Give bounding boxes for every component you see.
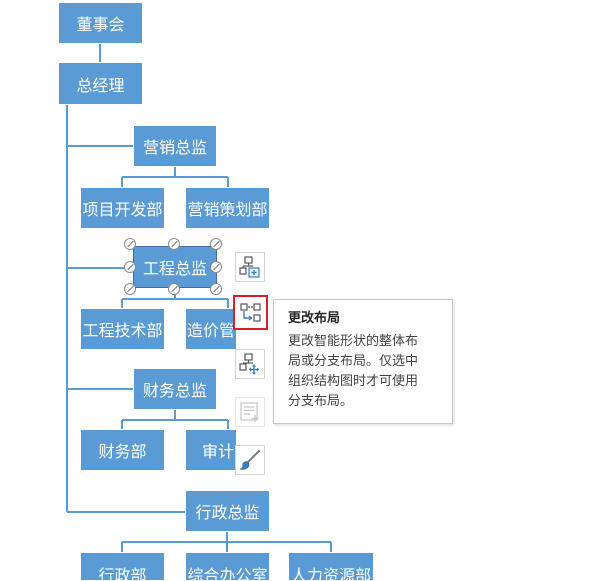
node-cost-dept[interactable]: 造价管 [185, 308, 237, 350]
node-engineering-tech[interactable]: 工程技术部 [80, 308, 165, 350]
tooltip-line: 更改智能形状的整体布 [288, 334, 419, 349]
node-marketing-director[interactable]: 营销总监 [133, 125, 217, 167]
tooltip-line: 分支布局。 [288, 394, 354, 409]
resize-handle-bottom-left[interactable] [124, 283, 136, 295]
node-marketing-planning[interactable]: 营销策划部 [185, 187, 270, 229]
node-hr-dept[interactable]: 人力资源部 [288, 552, 374, 581]
resize-handle-bottom-right[interactable] [210, 283, 222, 295]
tooltip-title: 更改布局 [288, 311, 341, 326]
node-admin-dept[interactable]: 行政部 [80, 552, 165, 581]
resize-handle-bottom[interactable] [168, 283, 180, 295]
node-finance-dept[interactable]: 财务部 [80, 429, 165, 471]
node-project-dev[interactable]: 项目开发部 [80, 187, 165, 229]
resize-handle-top-left[interactable] [124, 238, 136, 250]
node-general-office[interactable]: 综合办公室 [185, 552, 270, 581]
node-board[interactable]: 董事会 [58, 2, 143, 44]
change-layout-button[interactable] [233, 295, 268, 330]
paintbrush-button[interactable] [235, 445, 265, 475]
text-pane-icon [240, 402, 259, 422]
resize-handle-right[interactable] [210, 261, 222, 273]
node-general-manager[interactable]: 总经理 [58, 62, 143, 105]
add-shape-icon [239, 256, 260, 278]
change-layout-tooltip: 更改布局 更改智能形状的整体布 局或分支布局。仅选中 组织结构图时才可使用 分支… [273, 299, 453, 424]
tooltip-line: 组织结构图时才可使用 [288, 374, 419, 389]
move-shape-button[interactable] [235, 349, 265, 379]
node-finance-director[interactable]: 财务总监 [133, 368, 217, 410]
paintbrush-icon [239, 450, 260, 470]
resize-handle-top-right[interactable] [210, 238, 222, 250]
resize-handle-top[interactable] [168, 238, 180, 250]
tooltip-description: 更改智能形状的整体布 局或分支布局。仅选中 组织结构图时才可使用 分支布局。 [288, 332, 442, 412]
add-shape-button[interactable] [235, 252, 265, 282]
node-admin-director[interactable]: 行政总监 [185, 490, 270, 532]
text-pane-button[interactable] [235, 397, 265, 427]
node-engineering-director[interactable]: 工程总监 [133, 246, 217, 288]
resize-handle-left[interactable] [124, 261, 136, 273]
move-shape-icon [239, 353, 260, 375]
tooltip-line: 局或分支布局。仅选中 [288, 354, 419, 369]
node-audit-dept[interactable]: 审计 [185, 429, 237, 471]
change-layout-icon [239, 302, 261, 322]
